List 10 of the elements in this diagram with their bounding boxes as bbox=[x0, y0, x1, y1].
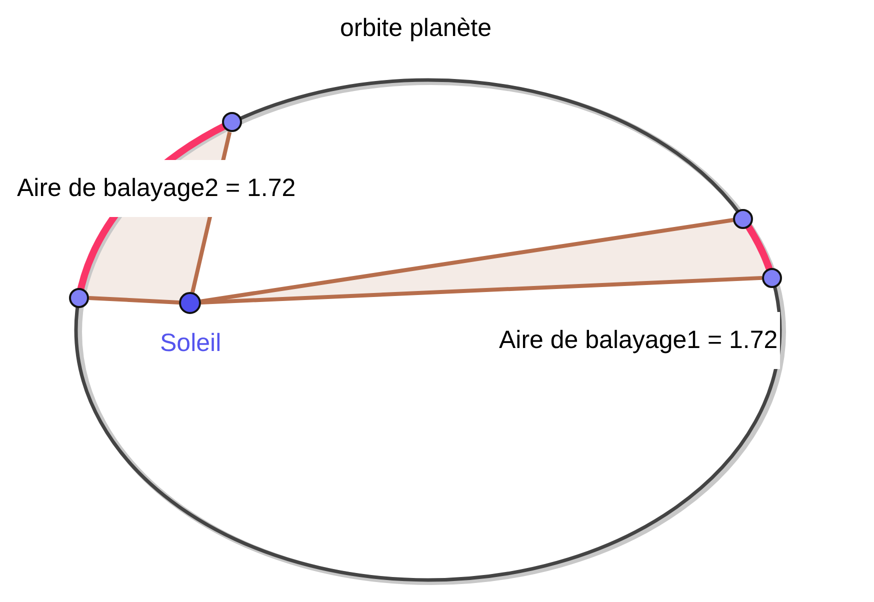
point-label: Soleil bbox=[160, 329, 222, 358]
planet-point bbox=[68, 288, 89, 308]
planet-point bbox=[762, 268, 782, 288]
segment-line bbox=[200, 276, 762, 305]
segment-line bbox=[88, 296, 180, 304]
area-label: Aire de balayage1 = 1.72 bbox=[497, 312, 780, 369]
planet-point bbox=[733, 208, 754, 228]
sun-point bbox=[179, 292, 201, 314]
segment-line bbox=[200, 218, 734, 304]
planet-point bbox=[222, 112, 242, 132]
